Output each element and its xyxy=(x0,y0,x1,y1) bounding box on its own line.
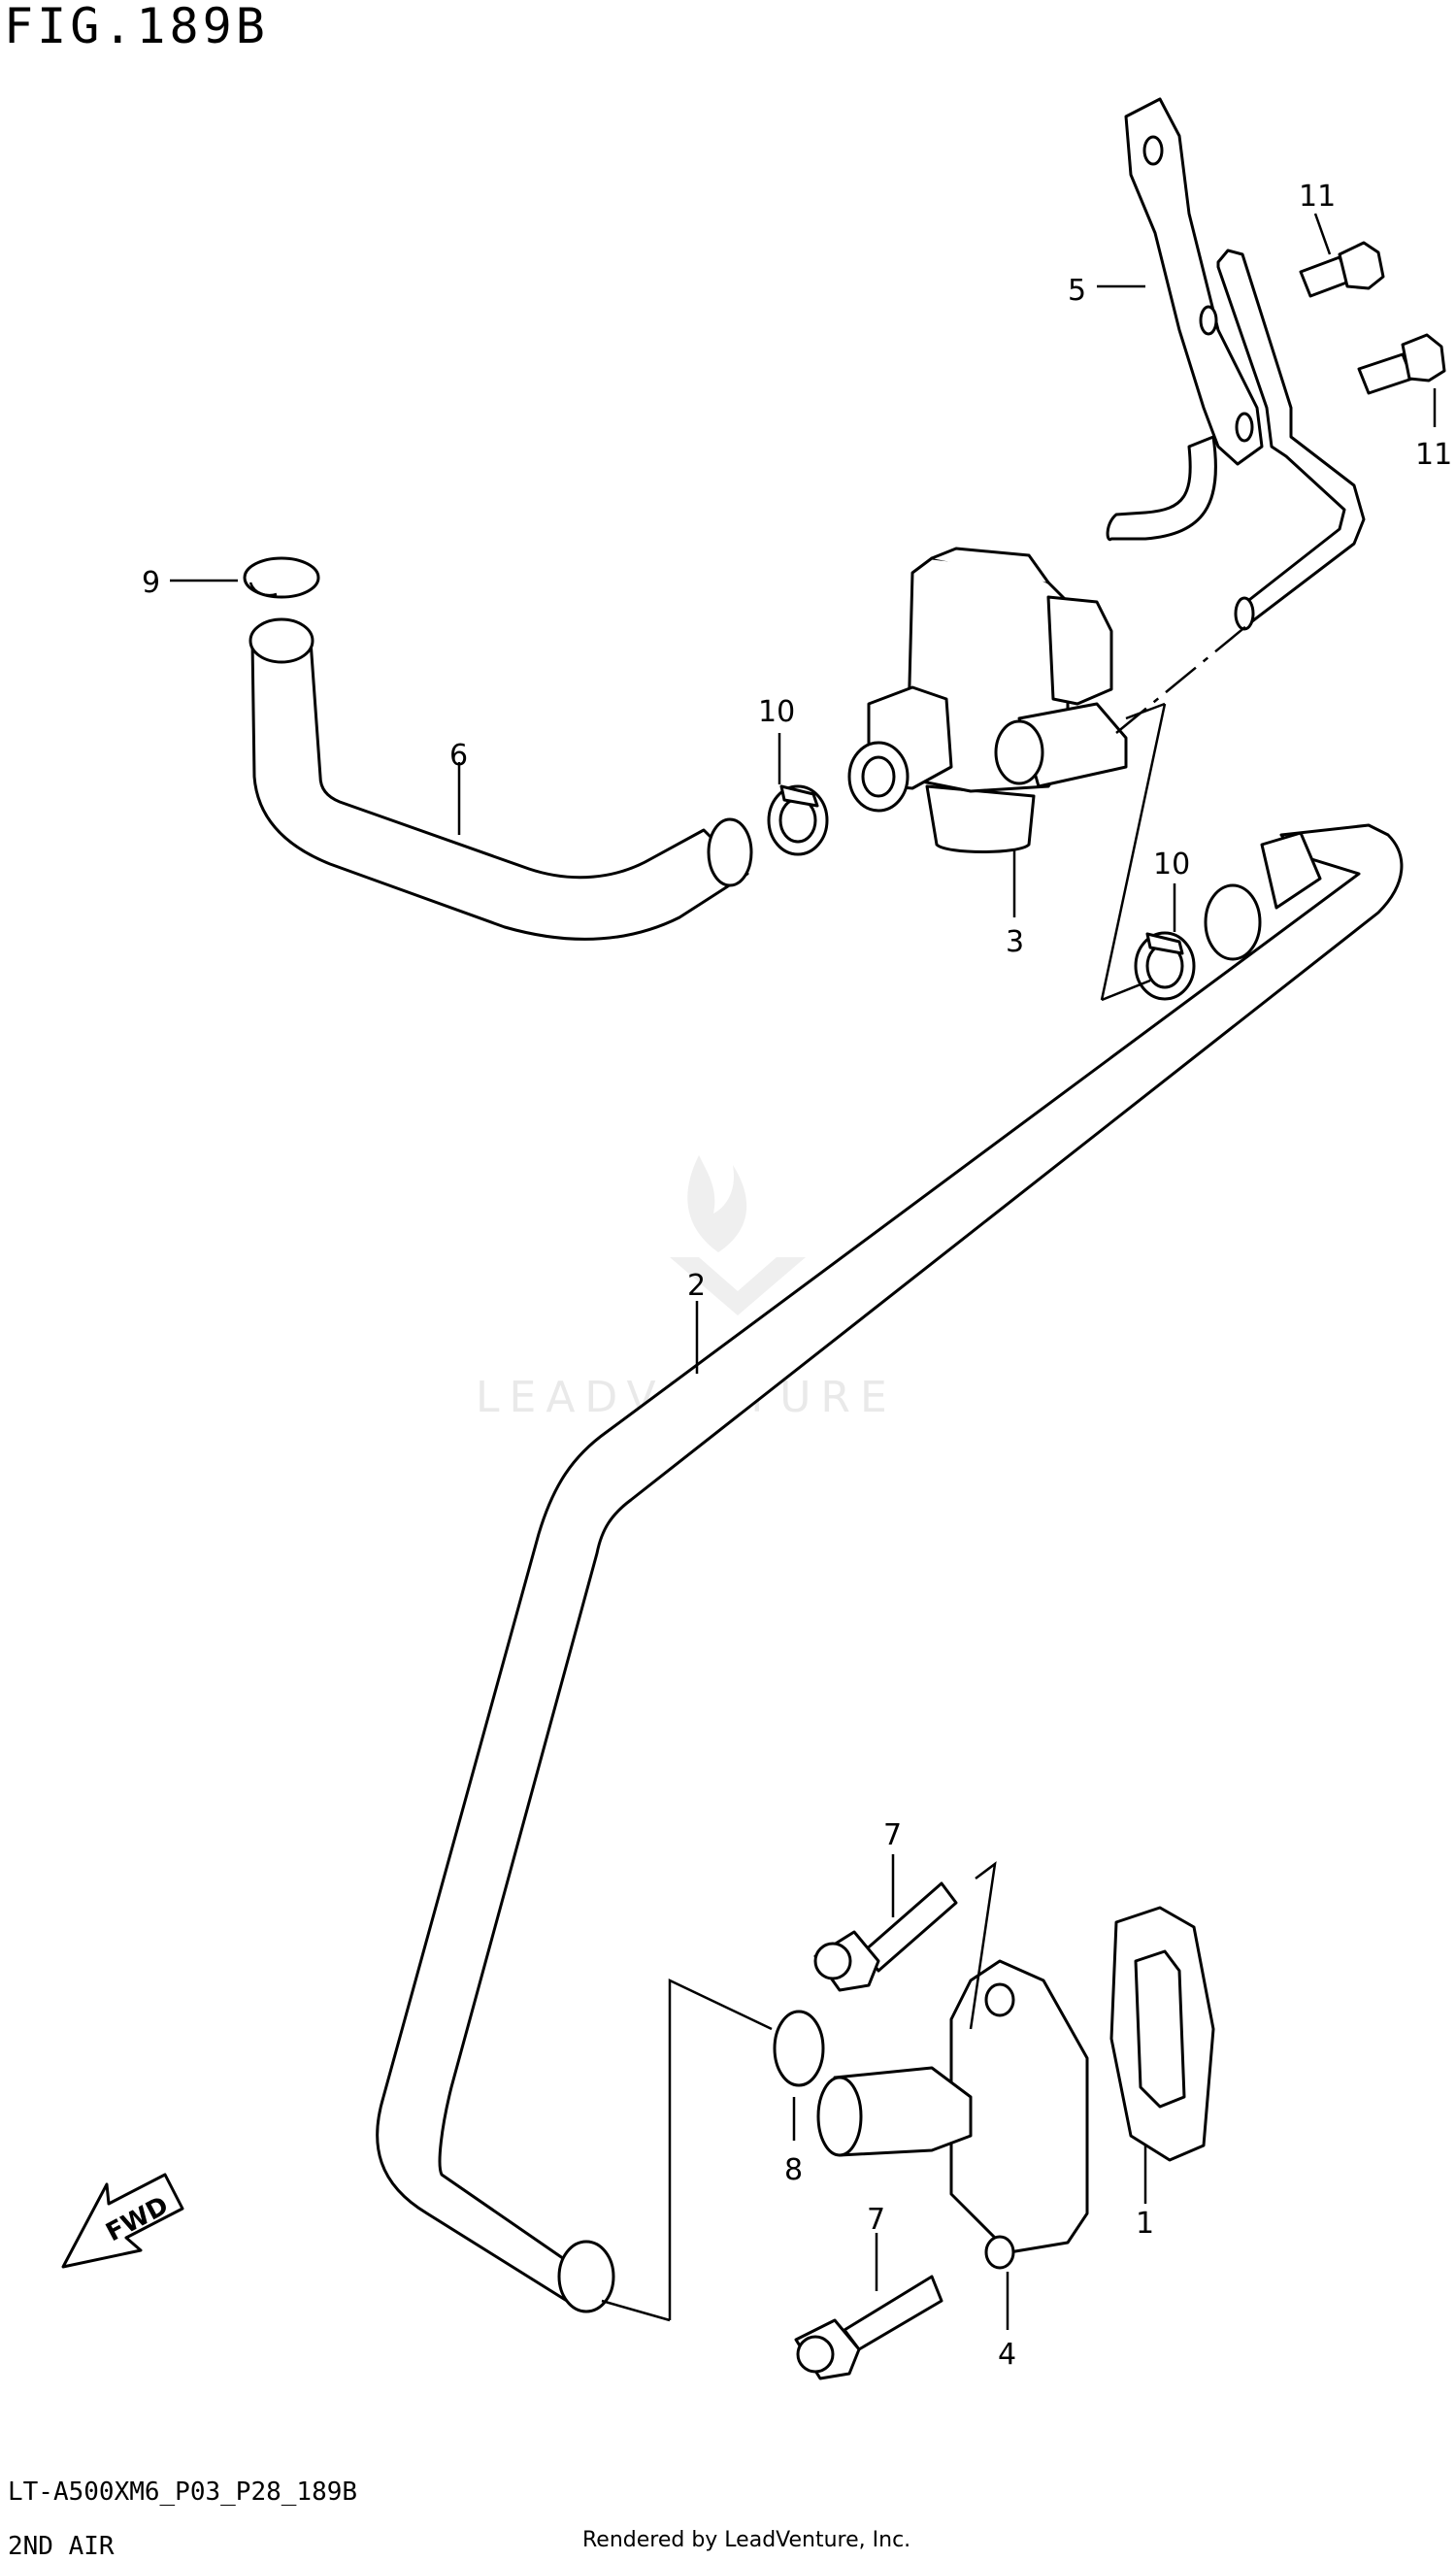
part-3-valve xyxy=(847,547,1128,853)
part-10-clamp-upper xyxy=(767,784,829,856)
part-11-bolt-lower xyxy=(1357,333,1446,395)
diagram-code: LT-A500XM6_P03_P28_189B xyxy=(8,2478,358,2507)
part-9-clip xyxy=(243,556,320,599)
part-6-hose xyxy=(248,617,753,941)
part-2-hose xyxy=(376,823,1404,2313)
callout-7-lower: 7 xyxy=(867,2203,885,2237)
air-pipe xyxy=(1106,249,1366,631)
callout-11-upper: 11 xyxy=(1299,180,1336,214)
part-1-gasket xyxy=(1109,1906,1215,2162)
callout-3: 3 xyxy=(1006,925,1024,959)
bracket-line-left xyxy=(668,1979,773,2320)
leader-lines xyxy=(170,213,1437,2330)
bracket-tick-lower xyxy=(1101,979,1151,1002)
callout-11-lower: 11 xyxy=(1415,438,1452,472)
bracket-line-hose xyxy=(601,2299,671,2322)
callout-1: 1 xyxy=(1136,2207,1154,2241)
callout-4: 4 xyxy=(998,2338,1016,2372)
diagram-name: 2ND AIR xyxy=(8,2532,115,2561)
part-4-cover xyxy=(816,1959,1089,2270)
figure-title: FIG.189B xyxy=(4,0,269,54)
dash-pipe-valve xyxy=(1115,620,1253,734)
render-credit: Rendered by LeadVenture, Inc. xyxy=(582,2528,911,2552)
bracket-line-upper xyxy=(1100,703,1167,1001)
part-7-bolt-upper xyxy=(813,1881,958,1992)
callout-7-upper: 7 xyxy=(883,1818,902,1852)
callout-10-upper: 10 xyxy=(758,695,795,729)
callout-10-lower: 10 xyxy=(1153,848,1190,881)
callout-9: 9 xyxy=(142,566,160,600)
bracket-line-bolt7 xyxy=(969,1861,997,2030)
callout-5: 5 xyxy=(1068,274,1086,308)
callout-8: 8 xyxy=(784,2153,803,2187)
part-10-clamp-lower xyxy=(1134,931,1196,1001)
fwd-arrow: FWD xyxy=(61,2173,184,2269)
part-5-bracket xyxy=(1124,97,1264,466)
bracket-tick-upper xyxy=(1125,702,1166,720)
callout-6: 6 xyxy=(449,739,468,773)
part-8-o-ring xyxy=(773,2010,825,2087)
callout-2: 2 xyxy=(687,1269,706,1303)
part-7-bolt-lower xyxy=(794,2275,943,2380)
part-11-bolt-upper xyxy=(1299,241,1385,298)
